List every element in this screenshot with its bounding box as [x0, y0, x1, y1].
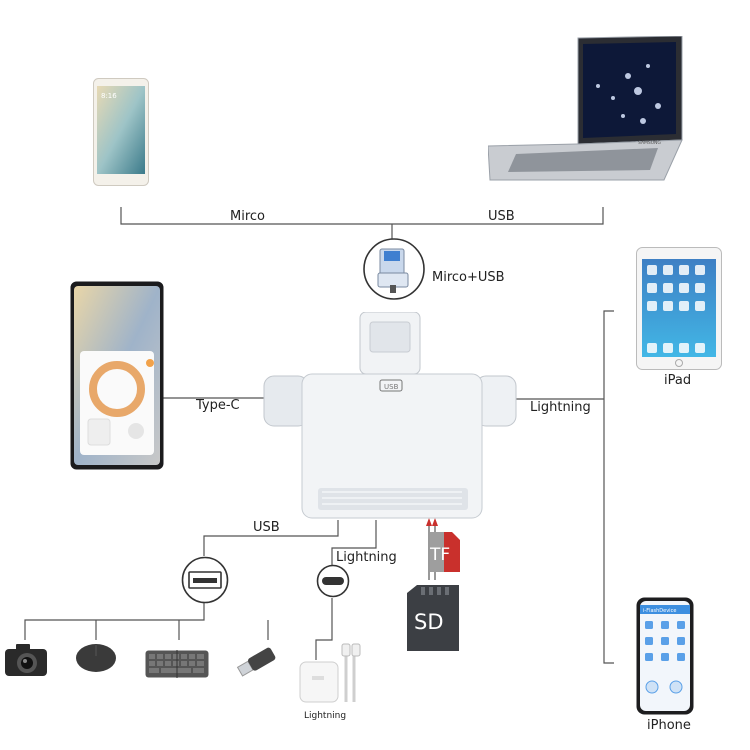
otg-connector-icon — [362, 237, 426, 301]
label-lightning-adapter: Lightning — [304, 711, 347, 721]
svg-text:SAMSUNG: SAMSUNG — [638, 140, 661, 146]
android-tablet-phone-icon — [70, 281, 164, 470]
keyboard-icon — [145, 650, 209, 678]
label-usb-top: USB — [488, 209, 515, 224]
svg-text:i-FlashDevice: i-FlashDevice — [643, 608, 676, 614]
laptop-icon: SAMSUNG — [487, 35, 684, 182]
svg-text:TF: TF — [429, 545, 450, 565]
card-reader-hub-icon: USB — [262, 311, 520, 520]
iphone-icon: i-FlashDevice — [636, 597, 694, 715]
charger-adapter-icon — [298, 642, 374, 708]
usb-port-icon — [181, 556, 229, 604]
sd-card-icon: SD — [405, 583, 461, 653]
label-usb-bottom: USB — [253, 520, 280, 535]
svg-text:8:16: 8:16 — [101, 92, 117, 100]
svg-text:SD: SD — [414, 610, 444, 634]
label-ipad: iPad — [664, 373, 692, 388]
lightning-port-icon — [316, 564, 350, 598]
camera-icon — [4, 642, 48, 678]
android-phone-icon: 8:16 — [93, 78, 149, 186]
label-mirco: Mirco — [230, 209, 265, 224]
tf-card-icon: TF — [428, 530, 462, 574]
usb-flash-drive-icon — [234, 646, 280, 680]
svg-text:USB: USB — [384, 383, 399, 391]
ipad-icon — [636, 247, 722, 370]
label-type-c: Type-C — [196, 398, 240, 413]
label-iphone: iPhone — [647, 718, 691, 733]
label-mirco-usb: Mirco+USB — [432, 270, 505, 285]
label-lightning-right: Lightning — [530, 400, 591, 415]
label-lightning-bottom: Lightning — [336, 550, 397, 565]
mouse-icon — [75, 642, 117, 674]
